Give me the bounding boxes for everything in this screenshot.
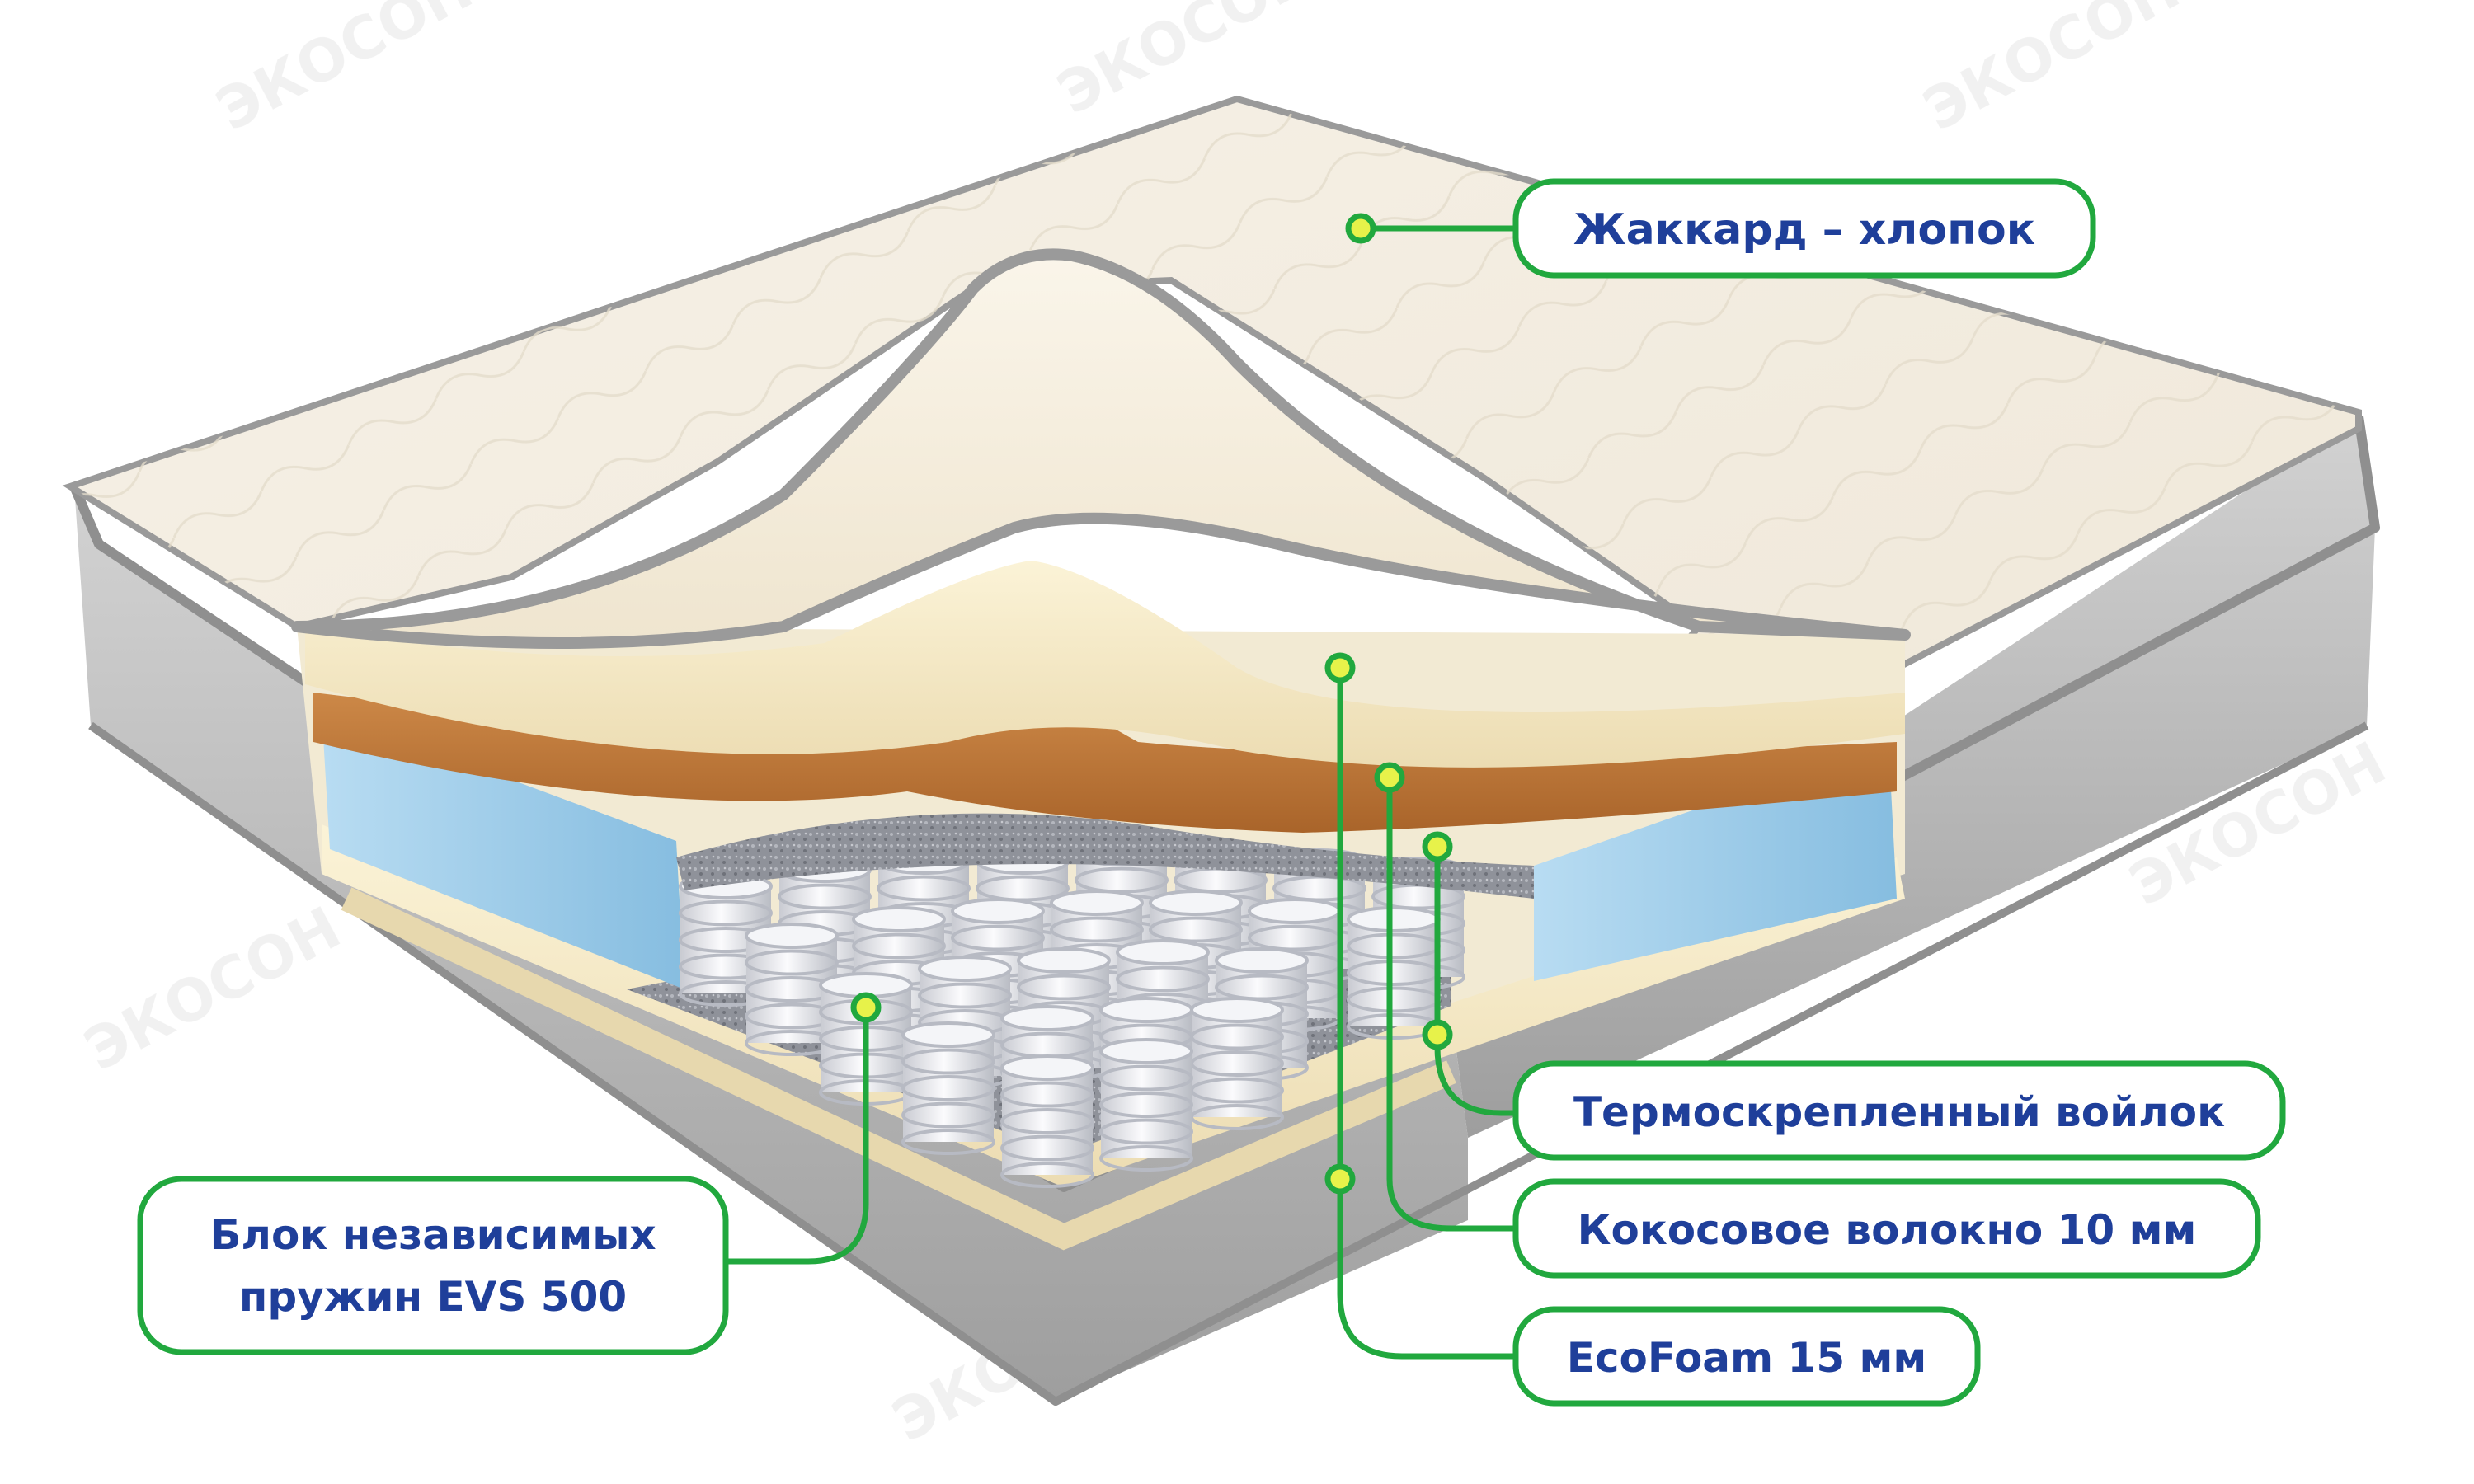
dot-coconut (1374, 762, 1405, 793)
callout-box (1512, 1306, 1981, 1407)
callout-label-line2: пружин EVS 500 (239, 1273, 627, 1321)
callout-jacquard: Жаккард – хлопок (1512, 178, 2096, 279)
dot-jacquard (1345, 213, 1376, 244)
callout-springs: Блок независимых пружин EVS 500 (137, 1176, 729, 1355)
dot-springs (850, 992, 882, 1023)
callout-label: Термоскрепленный войлок (1573, 1088, 2225, 1136)
callout-label: Кокосовое волокно 10 мм (1578, 1206, 2197, 1254)
callout-ecofoam: EcoFoam 15 мм (1512, 1306, 1981, 1407)
coconut-fiber-layer (313, 643, 1897, 833)
watermark-text: ЭКОСОН (205, 0, 483, 144)
dot-felt-upper (1422, 831, 1453, 862)
spring-block (679, 840, 1465, 1188)
pocket-spring (1347, 906, 1441, 1040)
dot-ecofoam (1324, 652, 1356, 683)
pocket-spring (1000, 1054, 1094, 1188)
felt-layer (676, 813, 1534, 899)
callout-label: EcoFoam 15 мм (1567, 1334, 1927, 1382)
callout-coconut: Кокосовое волокно 10 мм (1512, 1178, 2261, 1279)
pocket-spring (1099, 1038, 1193, 1172)
callout-dots (850, 213, 1453, 1195)
callout-box (1512, 1060, 2286, 1161)
callout-felt: Термоскрепленный войлок (1512, 1060, 2286, 1161)
watermark-text: ЭКОСОН (1912, 0, 2190, 144)
watermark-text: ЭКОСОН (73, 894, 351, 1084)
jacquard-fold (291, 248, 1911, 649)
dot-ecofoam-lower (1324, 1163, 1356, 1195)
connector-springs (722, 1004, 869, 1265)
mattress-piping-bottom (88, 721, 2369, 1406)
connector-felt (1434, 843, 1521, 1116)
callout-label-line1: Блок независимых (209, 1211, 656, 1259)
dot-felt-lower (1422, 1019, 1453, 1050)
pocket-spring (901, 1021, 995, 1155)
latex-layer (305, 561, 1905, 768)
callout-box (1512, 1178, 2261, 1279)
callout-box (137, 1176, 729, 1355)
connector-coconut (1386, 774, 1521, 1232)
pocket-spring (1190, 997, 1284, 1130)
connector-ecofoam (1337, 665, 1521, 1360)
blue-foam-right (1534, 742, 1897, 981)
callout-lines (722, 225, 1521, 1360)
upper-layers (291, 248, 1911, 899)
callout-box (1512, 178, 2096, 279)
callout-label: Жаккард – хлопок (1573, 205, 2035, 255)
mattress-side-front (74, 486, 1468, 1402)
blue-foam-left (322, 709, 684, 989)
